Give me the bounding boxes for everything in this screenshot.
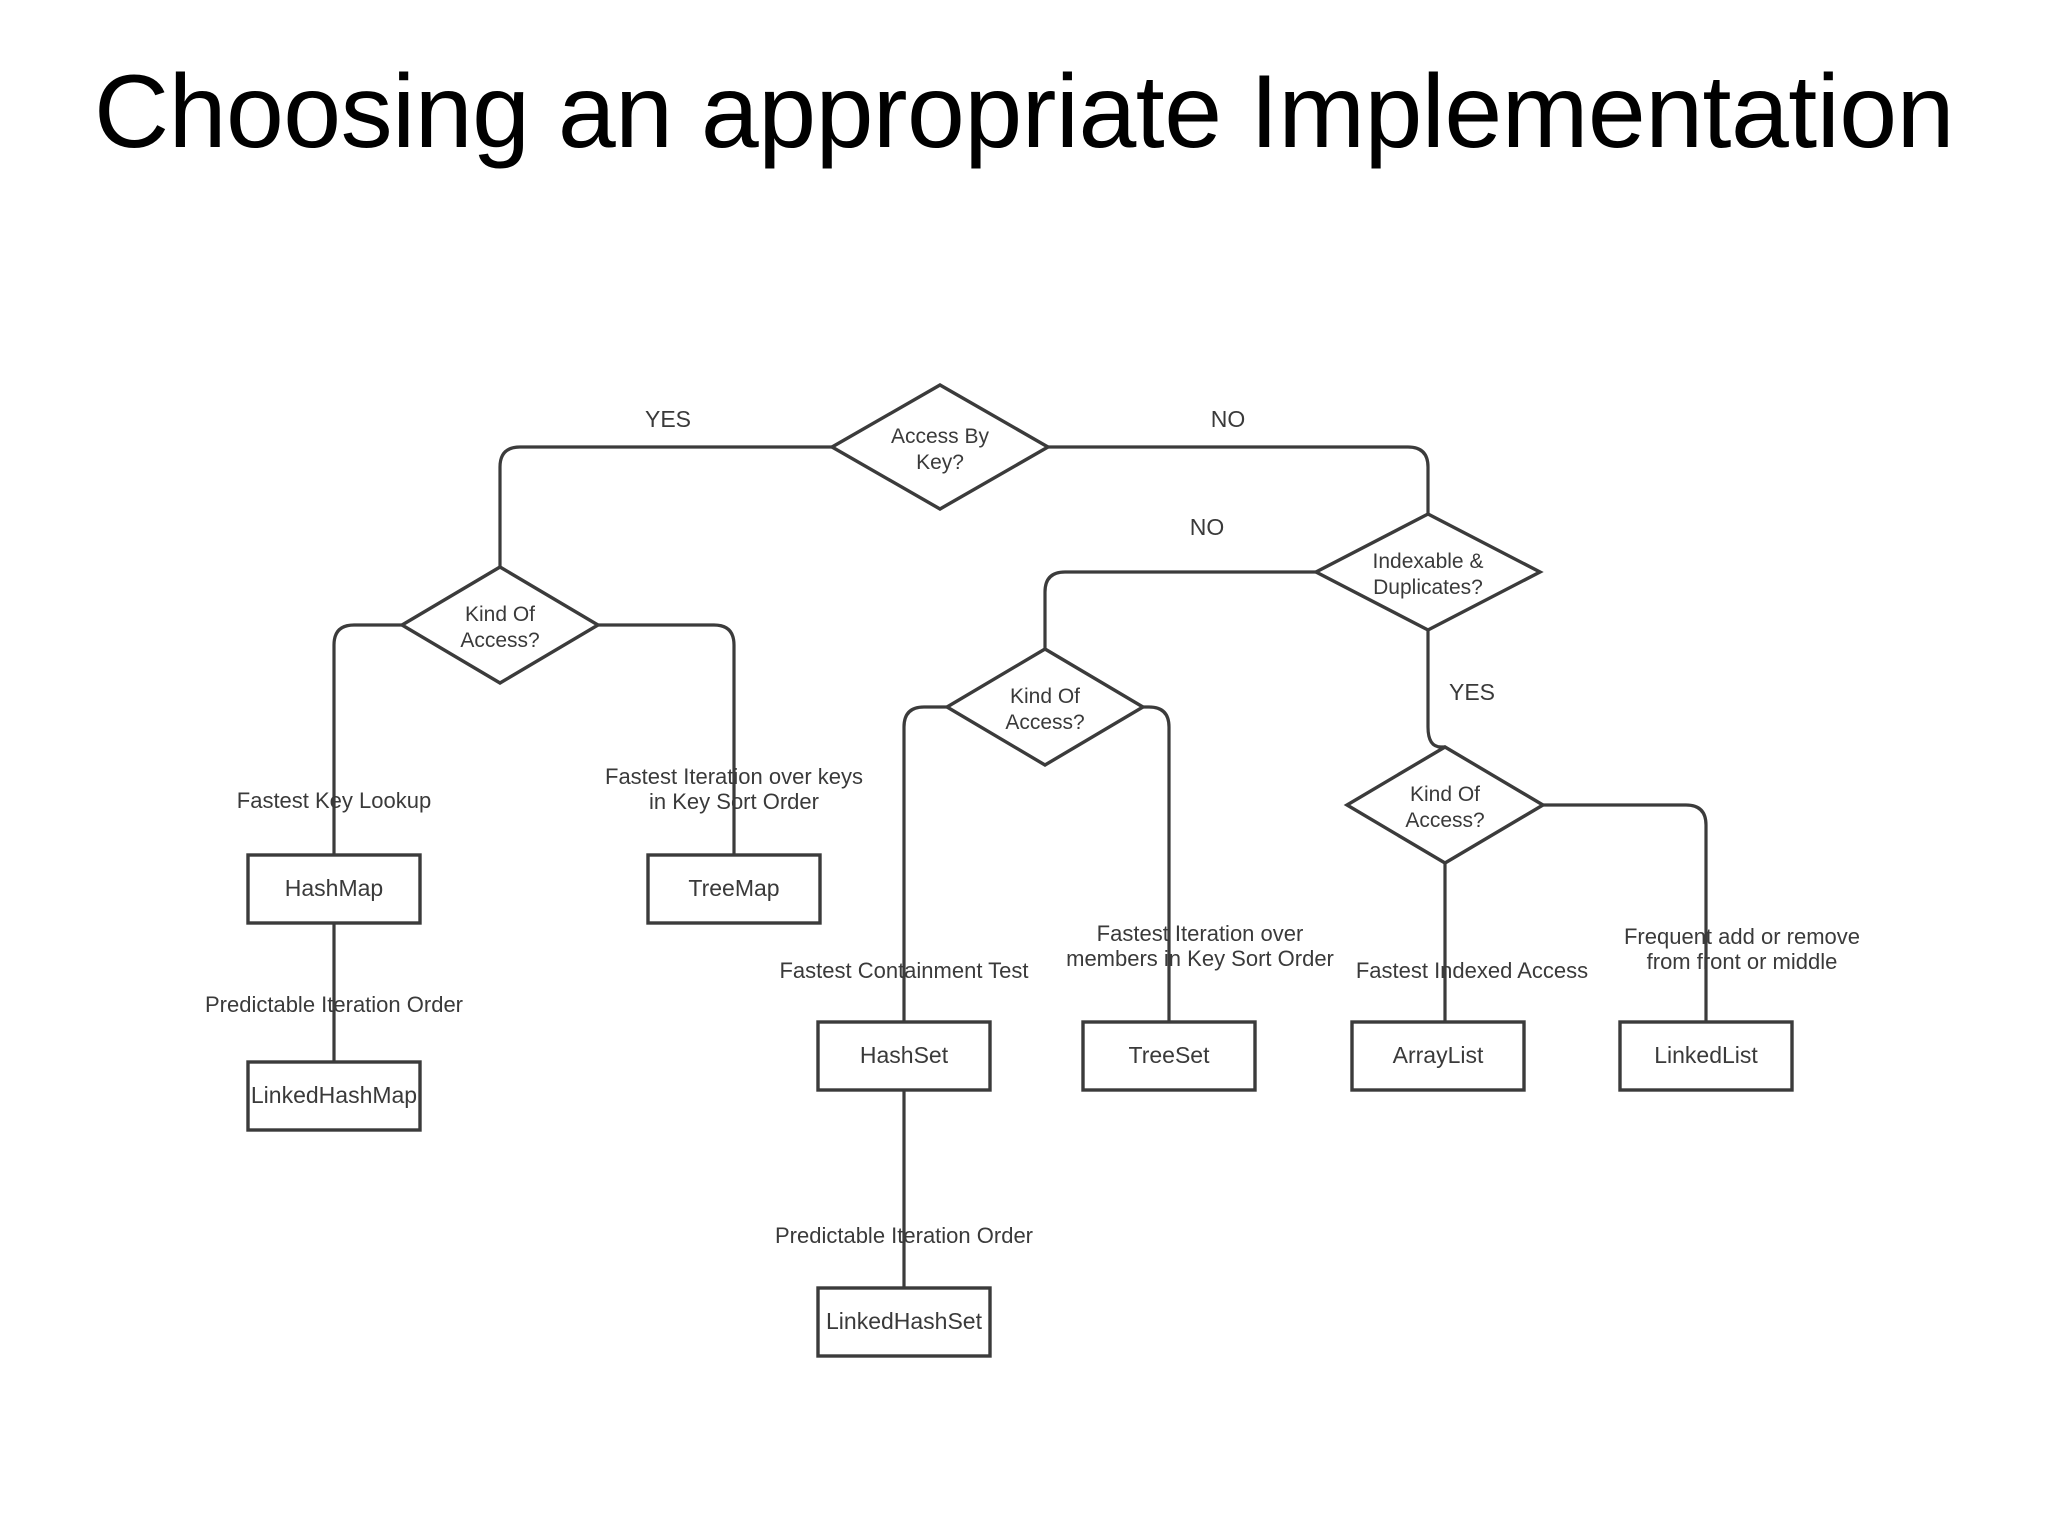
flow-connector xyxy=(332,623,402,855)
terminal-node-label: TreeSet xyxy=(1129,1042,1211,1068)
branch-label: NO xyxy=(1190,514,1225,540)
terminal-node[interactable] xyxy=(1618,1020,1794,1092)
terminal-node[interactable] xyxy=(1350,1020,1526,1092)
branch-label: YES xyxy=(645,406,691,432)
terminal-node-label: LinkedList xyxy=(1654,1042,1758,1068)
decision-node[interactable] xyxy=(943,647,1147,767)
decision-node[interactable] xyxy=(1343,745,1547,865)
flow-connector xyxy=(1543,803,1708,1022)
terminal-node[interactable] xyxy=(646,853,822,925)
flow-connector xyxy=(1048,445,1430,514)
edge-label: Predictable Iteration Order xyxy=(775,1223,1033,1248)
flow-connector xyxy=(498,445,832,567)
branch-label: YES xyxy=(1449,679,1495,705)
flow-connector xyxy=(598,623,736,855)
page-title: Choosing an appropriate Implementation xyxy=(94,54,1954,170)
decision-node[interactable] xyxy=(1312,512,1544,632)
flow-connector xyxy=(1426,630,1445,749)
terminal-node[interactable] xyxy=(246,853,422,925)
terminal-node-label: ArrayList xyxy=(1393,1042,1484,1068)
terminal-node-label: LinkedHashSet xyxy=(826,1308,983,1334)
edge-label: Predictable Iteration Order xyxy=(205,992,463,1017)
flow-connector xyxy=(902,705,947,1022)
terminal-node-label: HashSet xyxy=(860,1042,949,1068)
flow-connector xyxy=(1043,570,1316,649)
terminal-node[interactable] xyxy=(816,1020,992,1092)
decision-node[interactable] xyxy=(828,383,1052,511)
edge-label: Fastest Containment Test xyxy=(779,958,1028,983)
edge-label: Fastest Indexed Access xyxy=(1356,958,1588,983)
terminal-node-label: HashMap xyxy=(285,875,383,901)
flow-connector xyxy=(1143,705,1171,1022)
branch-label: NO xyxy=(1211,406,1246,432)
decision-node[interactable] xyxy=(398,565,602,685)
terminal-node-label: TreeMap xyxy=(688,875,779,901)
flowchart-edges xyxy=(332,445,1708,1288)
edge-label: Fastest Key Lookup xyxy=(237,788,431,813)
terminal-node-label: LinkedHashMap xyxy=(251,1082,417,1108)
terminal-node[interactable] xyxy=(246,1060,422,1132)
terminal-node[interactable] xyxy=(1081,1020,1257,1092)
terminal-node[interactable] xyxy=(816,1286,992,1358)
decision-node-label: Indexable &Duplicates? xyxy=(1373,550,1484,599)
